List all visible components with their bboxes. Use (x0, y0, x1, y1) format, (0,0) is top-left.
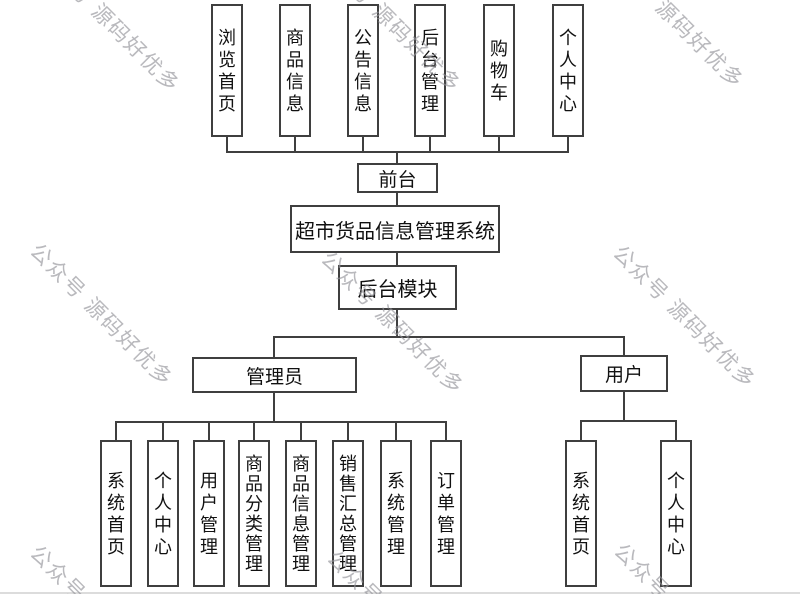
node-label: 管理员 (245, 366, 303, 388)
node-browse-home: 浏览首页 (211, 4, 243, 137)
node-backend-module: 后台模块 (338, 265, 457, 310)
node-backend-admin: 后台管理 (414, 4, 446, 137)
node-label: 超市货品信息管理系统 (295, 220, 495, 243)
node-system-management: 系统管理 (380, 440, 412, 587)
node-system-root: 超市货品信息管理系统 (290, 205, 500, 253)
node-label: 商品信息管理 (291, 453, 310, 574)
node-label: 商品信息 (285, 27, 304, 114)
node-user: 用户 (580, 355, 668, 392)
node-label: 购物车 (489, 38, 508, 103)
node-label: 系统管理 (386, 470, 405, 557)
node-label: 浏览首页 (217, 27, 236, 114)
node-label: 个人中心 (558, 27, 577, 114)
node-label: 个人中心 (153, 470, 172, 557)
node-personal-center: 个人中心 (552, 4, 584, 137)
node-label: 系统首页 (571, 470, 590, 557)
node-user-personal-center: 个人中心 (660, 440, 692, 587)
node-user-system-home: 系统首页 (565, 440, 597, 587)
node-label: 商品分类管理 (244, 453, 263, 574)
node-label: 个人中心 (666, 470, 685, 557)
node-label: 订单管理 (436, 470, 455, 557)
node-product-info: 商品信息 (279, 4, 311, 137)
node-user-management: 用户管理 (193, 440, 225, 587)
node-label: 销售汇总管理 (338, 453, 357, 574)
node-administrator: 管理员 (192, 357, 357, 393)
node-admin-system-home: 系统首页 (100, 440, 132, 587)
node-label: 前台 (378, 169, 417, 191)
node-product-info-management: 商品信息管理 (285, 440, 317, 587)
node-shopping-cart: 购物车 (483, 4, 515, 137)
node-label: 用户管理 (199, 470, 218, 557)
node-admin-personal-center: 个人中心 (147, 440, 179, 587)
node-label: 系统首页 (106, 470, 125, 557)
node-order-management: 订单管理 (430, 440, 462, 587)
node-announcement-info: 公告信息 (347, 4, 379, 137)
node-label: 用户 (604, 365, 643, 386)
page-bottom-edge (0, 592, 800, 594)
node-label: 后台管理 (420, 27, 439, 114)
node-label: 公告信息 (353, 27, 372, 114)
node-sales-summary-management: 销售汇总管理 (332, 440, 364, 587)
node-label: 后台模块 (357, 279, 438, 301)
node-product-category-management: 商品分类管理 (238, 440, 270, 587)
node-front-desk: 前台 (357, 163, 438, 193)
